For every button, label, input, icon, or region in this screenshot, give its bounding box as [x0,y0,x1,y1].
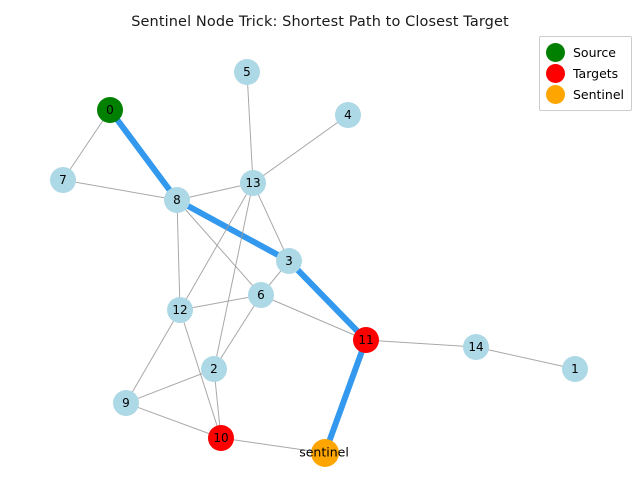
graph-edge [365,339,477,348]
graph-node-9[interactable] [113,390,139,416]
graph-node-6[interactable] [248,282,274,308]
graph-edge [125,309,181,404]
legend-swatch-icon [545,85,565,104]
path-edge [322,337,369,456]
legend-item-source: Source [545,42,624,63]
graph-node-10[interactable] [208,425,234,451]
path-edge [174,197,292,264]
graph-edge [125,402,222,439]
graph-node-11[interactable] [353,327,379,353]
graph-edge [252,114,349,184]
graph-edge [213,294,262,370]
graph-edge [179,182,254,311]
graph-edge [252,182,290,262]
graph-edge [125,368,215,404]
graph-node-13[interactable] [240,170,266,196]
graph-node-14[interactable] [463,334,489,360]
legend-label: Sentinel [572,87,624,102]
graph-node-sentinel[interactable] [311,439,339,467]
graph-node-1[interactable] [562,356,588,382]
graph-node-5[interactable] [234,59,260,85]
nodes-layer [50,59,588,467]
graph-node-12[interactable] [167,297,193,323]
graph-node-2[interactable] [201,356,227,382]
legend-label: Source [572,45,616,60]
graph-edge [260,294,367,341]
page-title: Sentinel Node Trick: Shortest Path to Cl… [131,14,509,30]
graph-edge [176,199,181,311]
graph-node-8[interactable] [164,187,190,213]
graph-node-7[interactable] [50,167,76,193]
path-edge [107,107,180,203]
legend-swatch-icon [545,64,565,83]
graph-edge [475,346,576,370]
graph-edge [220,437,326,454]
edges-layer [62,71,576,456]
graph-edge [62,109,111,181]
graph-edge [62,179,178,201]
graph-edge [176,199,262,296]
graph-edge [213,182,254,370]
legend-swatch-icon [545,43,565,62]
legend-item-targets: Targets [545,63,624,84]
graph-node-3[interactable] [276,248,302,274]
path-edge [286,258,369,343]
graph-edge [246,71,254,184]
graph-edge [179,294,262,311]
legend-label: Targets [572,66,619,81]
graph-node-0[interactable] [97,97,123,123]
graph-node-4[interactable] [335,102,361,128]
legend-item-sentinel: Sentinel [545,84,624,105]
